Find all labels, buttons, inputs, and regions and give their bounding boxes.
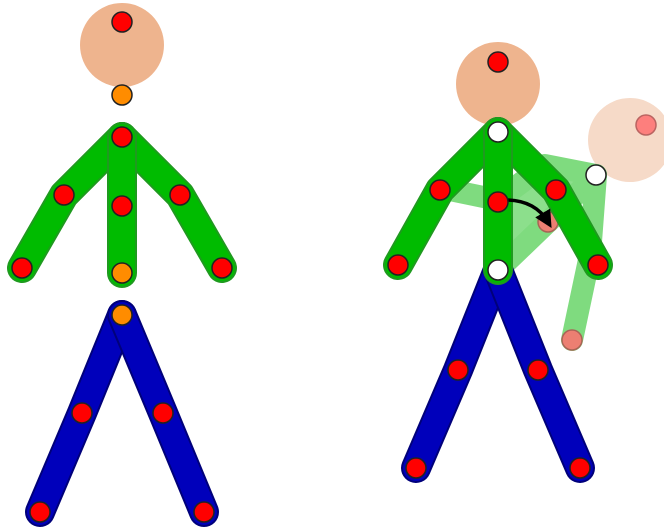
joint-left-2[interactable]: [111, 126, 133, 148]
joint-left-5[interactable]: [11, 257, 33, 279]
joint-left-8[interactable]: [111, 262, 133, 284]
joint-right-9[interactable]: [527, 359, 549, 381]
joint-left-9[interactable]: [111, 304, 133, 326]
joint-left-1[interactable]: [111, 84, 133, 106]
ghost-joint-2[interactable]: [561, 329, 583, 351]
stick-figure-left: [7, 3, 237, 527]
joint-left-4[interactable]: [169, 184, 191, 206]
head-left[interactable]: [80, 3, 164, 87]
joint-right-0[interactable]: [487, 51, 509, 73]
joint-right-5[interactable]: [587, 254, 609, 276]
joint-right-7[interactable]: [487, 259, 509, 281]
joint-right-4[interactable]: [387, 254, 409, 276]
ghost-joint-0[interactable]: [635, 114, 657, 136]
figures-layer: [7, 3, 613, 527]
joint-left-6[interactable]: [211, 257, 233, 279]
joint-left-0[interactable]: [111, 11, 133, 33]
joint-right-10[interactable]: [405, 457, 427, 479]
joint-right-2[interactable]: [429, 179, 451, 201]
joint-right-6[interactable]: [487, 191, 509, 213]
joint-left-10[interactable]: [71, 402, 93, 424]
joint-left-7[interactable]: [111, 195, 133, 217]
joint-right-3[interactable]: [545, 179, 567, 201]
joint-left-3[interactable]: [53, 184, 75, 206]
joint-left-13[interactable]: [193, 501, 215, 523]
joint-right-8[interactable]: [447, 359, 469, 381]
ghost-selected-joint[interactable]: [585, 164, 607, 186]
joint-right-11[interactable]: [569, 457, 591, 479]
joint-left-12[interactable]: [29, 501, 51, 523]
drag-arrow: [504, 198, 552, 229]
joint-left-11[interactable]: [152, 402, 174, 424]
head-right[interactable]: [456, 42, 540, 126]
joint-right-1[interactable]: [487, 121, 509, 143]
stick-figure-right: [383, 42, 613, 483]
